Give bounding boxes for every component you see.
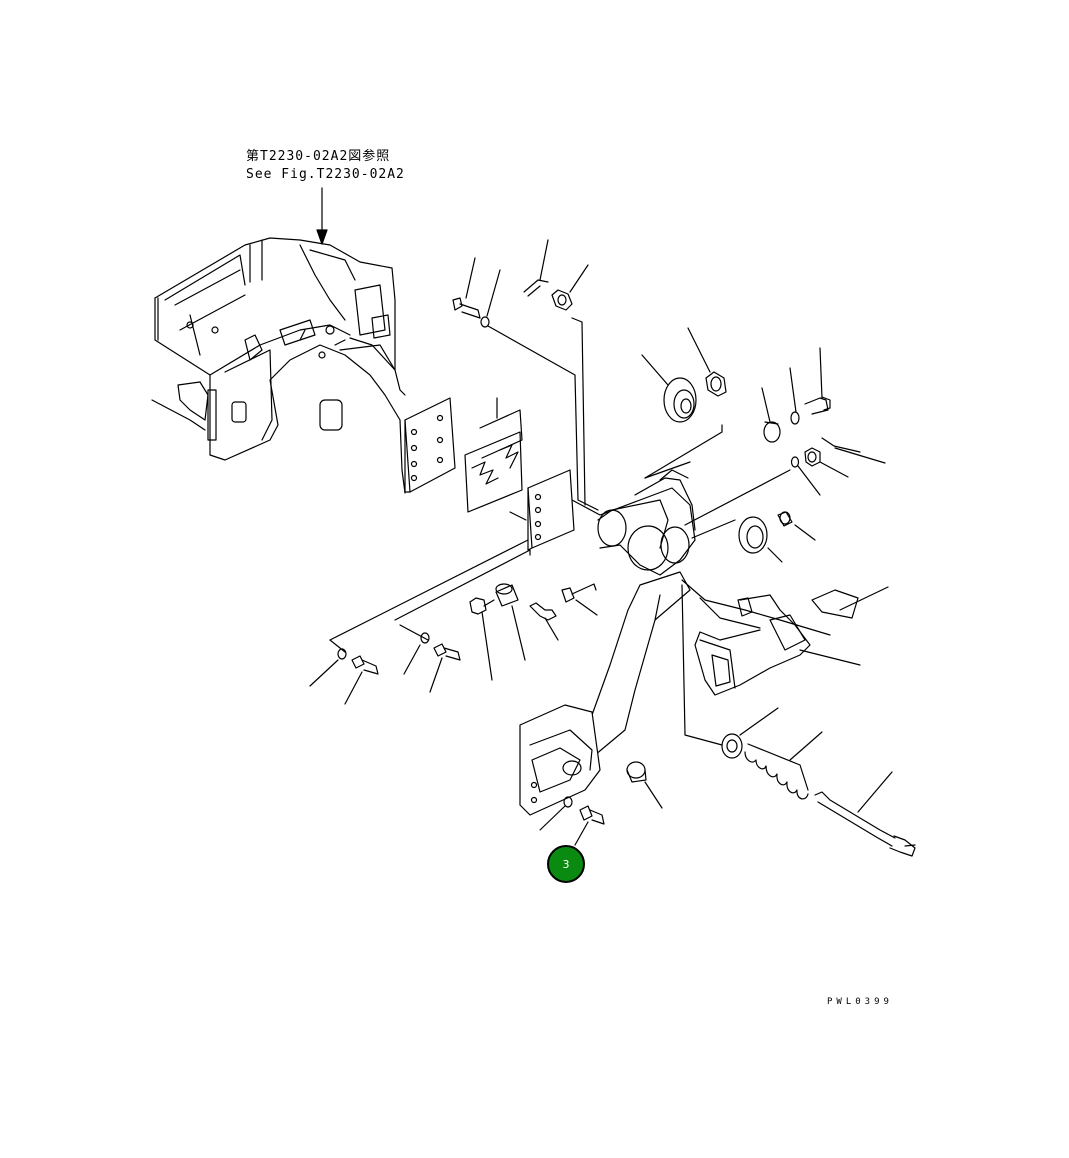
nut-right-mid [804,447,849,478]
callout-3[interactable]: 3 [547,845,585,883]
pin-top [523,239,549,297]
reference-note-english: See Fig.T2230-02A2 [246,167,405,182]
bolt-top-left [452,257,481,319]
rubber-stopper [495,583,526,661]
brake-lever [694,594,811,696]
spring-assembly [681,584,823,800]
washer-right-mid [790,456,821,496]
bolt-left [344,655,379,705]
pin-right [821,437,886,464]
rod-top [487,317,599,511]
bushing-lower [777,511,816,541]
seal-lower [738,516,783,563]
washer-top-left [480,269,501,328]
pedal-pad [519,704,601,816]
nut-top [551,264,589,311]
reference-note: 第T2230-02A2図参照 See Fig.T2230-02A2 [246,148,405,184]
pivot-bushing [626,761,663,809]
mounting-plate [404,397,456,493]
bushing-upper [687,327,727,397]
shim-plates [464,397,527,521]
washer-left-2 [403,632,430,675]
bolt-right-upper [804,347,831,415]
bolt-mid [561,583,598,616]
main-frame [151,237,406,494]
grease-nipple [529,602,559,641]
stopper-bolt [469,597,495,681]
washer-right-upper [789,367,800,425]
pedal-shaft [814,771,916,857]
drawing-code: PWL0399 [827,997,893,1007]
bracket-leaders [329,539,531,653]
bolt-left-2 [429,643,461,693]
pedal-arm [574,571,831,756]
cover-plate [811,589,859,619]
washer-left [309,648,347,687]
lever-leaders [799,586,889,666]
washer-pad [539,796,573,831]
seal-upper [641,354,697,423]
reference-note-japanese: 第T2230-02A2図参照 [246,149,391,164]
pedal-bracket [527,469,696,576]
pivot-leaders [644,424,791,539]
reference-arrow [316,187,328,245]
cap-upper [761,387,781,443]
bolt-pad [574,805,605,846]
